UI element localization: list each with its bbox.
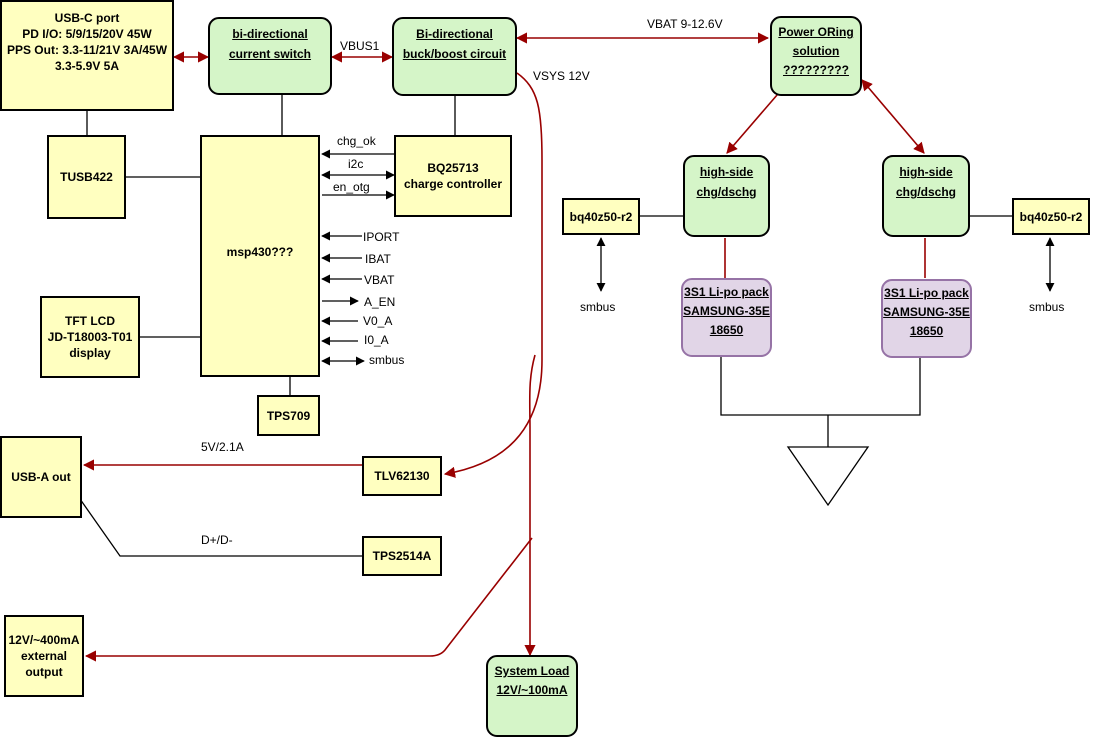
tft-lcd-line-3: display bbox=[69, 346, 111, 360]
tft-lcd-block: TFT LCD JD-T18003-T01 display bbox=[40, 296, 140, 378]
usbc-line-1: USB-C port bbox=[54, 11, 120, 25]
tps2514a-block: TPS2514A bbox=[362, 536, 442, 576]
ext-output-line-3: output bbox=[25, 665, 63, 679]
buck-boost-line-1: Bi-directional bbox=[416, 27, 493, 41]
power-oring-line-2: solution bbox=[792, 44, 840, 58]
high-side-left-line-2: chg/dschg bbox=[696, 185, 757, 199]
label-ibat: IBAT bbox=[365, 252, 391, 266]
label-smbus-mcu: smbus bbox=[369, 353, 405, 367]
high-side-right-line-2: chg/dschg bbox=[895, 185, 956, 199]
label-i2c: i2c bbox=[348, 157, 364, 171]
bq40z50-left-label: bq40z50-r2 bbox=[569, 209, 633, 224]
label-vbat-signal: VBAT bbox=[364, 273, 395, 287]
system-load-line-1: System Load bbox=[494, 664, 570, 678]
label-vsys: VSYS 12V bbox=[533, 69, 590, 83]
current-switch-block: bi-directional current switch bbox=[208, 17, 332, 95]
battery-pack-left-block: 3S1 Li-po pack SAMSUNG-35E 18650 bbox=[681, 278, 772, 357]
high-side-right-block: high-side chg/dschg bbox=[882, 155, 970, 237]
bq40z50-right-block: bq40z50-r2 bbox=[1012, 198, 1090, 235]
current-switch-line-1: bi-directional bbox=[232, 27, 308, 41]
usbc-line-3: PPS Out: 3.3-11/21V 3A/45W bbox=[6, 43, 168, 57]
pack-right-line-1: 3S1 Li-po pack bbox=[884, 286, 969, 300]
msp430-block: msp430??? bbox=[200, 135, 320, 377]
pack-right-line-2: SAMSUNG-35E bbox=[883, 305, 970, 319]
system-load-line-2: 12V/~100mA bbox=[496, 683, 568, 697]
label-i0-a: I0_A bbox=[364, 333, 389, 347]
tusb422-block: TUSB422 bbox=[47, 135, 126, 219]
power-oring-block: Power ORing solution ????????? bbox=[770, 16, 862, 96]
pack-left-line-2: SAMSUNG-35E bbox=[683, 304, 770, 318]
usb-a-out-block: USB-A out bbox=[0, 436, 82, 518]
system-load-block: System Load 12V/~100mA bbox=[486, 655, 578, 737]
pack-left-line-1: 3S1 Li-po pack bbox=[684, 285, 769, 299]
external-output-block: 12V/~400mA external output bbox=[4, 615, 84, 697]
buck-boost-line-2: buck/boost circuit bbox=[402, 47, 507, 61]
label-dpdm: D+/D- bbox=[201, 533, 233, 547]
label-chg-ok: chg_ok bbox=[337, 134, 376, 148]
pack-right-line-3: 18650 bbox=[909, 324, 944, 338]
ground-triangle bbox=[786, 446, 870, 507]
buck-boost-block: Bi-directional buck/boost circuit bbox=[392, 17, 517, 96]
tft-lcd-line-2: JD-T18003-T01 bbox=[47, 330, 133, 344]
label-usb-a-rating: 5V/2.1A bbox=[201, 440, 244, 454]
power-ext-output bbox=[84, 537, 533, 662]
label-en-otg: en_otg bbox=[333, 180, 370, 194]
label-vbus1: VBUS1 bbox=[340, 39, 380, 53]
bq40z50-left-block: bq40z50-r2 bbox=[562, 198, 640, 235]
ext-output-line-1: 12V/~400mA bbox=[8, 633, 80, 647]
tps2514a-label: TPS2514A bbox=[372, 549, 432, 563]
high-side-left-line-1: high-side bbox=[699, 165, 754, 179]
label-smbus-left: smbus bbox=[580, 300, 616, 314]
battery-pack-right-block: 3S1 Li-po pack SAMSUNG-35E 18650 bbox=[881, 279, 972, 358]
tlv62130-block: TLV62130 bbox=[362, 456, 442, 496]
bq40z50-right-label: bq40z50-r2 bbox=[1019, 209, 1083, 224]
label-iport: IPORT bbox=[363, 230, 400, 244]
tps709-block: TPS709 bbox=[257, 395, 320, 436]
label-v0-a: V0_A bbox=[363, 314, 393, 328]
label-a-en: A_EN bbox=[364, 295, 396, 309]
usb-c-port-block: USB-C port PD I/O: 5/9/15/20V 45W PPS Ou… bbox=[0, 0, 174, 111]
tps709-label: TPS709 bbox=[266, 408, 311, 423]
wire-pack-left-ground bbox=[720, 356, 921, 416]
bq25713-block: BQ25713 charge controller bbox=[394, 135, 512, 217]
usb-a-out-label: USB-A out bbox=[11, 470, 71, 484]
power-vsys-system-load bbox=[524, 354, 536, 657]
usbc-line-2: PD I/O: 5/9/15/20V 45W bbox=[22, 27, 152, 41]
usbc-line-4: 3.3-5.9V 5A bbox=[54, 59, 120, 73]
ext-output-line-2: external bbox=[20, 649, 68, 663]
tft-lcd-line-1: TFT LCD bbox=[65, 314, 115, 328]
bq25713-line-1: BQ25713 bbox=[427, 161, 479, 175]
power-oring-line-3: ????????? bbox=[783, 63, 849, 77]
wire-usba-tps2514a bbox=[79, 498, 362, 557]
tusb422-label: TUSB422 bbox=[60, 170, 113, 184]
pack-left-line-3: 18650 bbox=[709, 323, 744, 337]
power-oring-line-1: Power ORing bbox=[778, 25, 854, 39]
msp430-label: msp430??? bbox=[226, 245, 294, 259]
label-vbat: VBAT 9-12.6V bbox=[647, 17, 723, 31]
label-smbus-right: smbus bbox=[1029, 300, 1065, 314]
power-vsys-tlv62130 bbox=[443, 72, 543, 478]
power-oring-right bbox=[861, 79, 925, 154]
tlv62130-label: TLV62130 bbox=[374, 469, 430, 483]
bq25713-line-2: charge controller bbox=[403, 177, 503, 191]
high-side-right-line-1: high-side bbox=[899, 165, 953, 179]
current-switch-line-2: current switch bbox=[228, 47, 312, 61]
high-side-left-block: high-side chg/dschg bbox=[683, 155, 770, 237]
